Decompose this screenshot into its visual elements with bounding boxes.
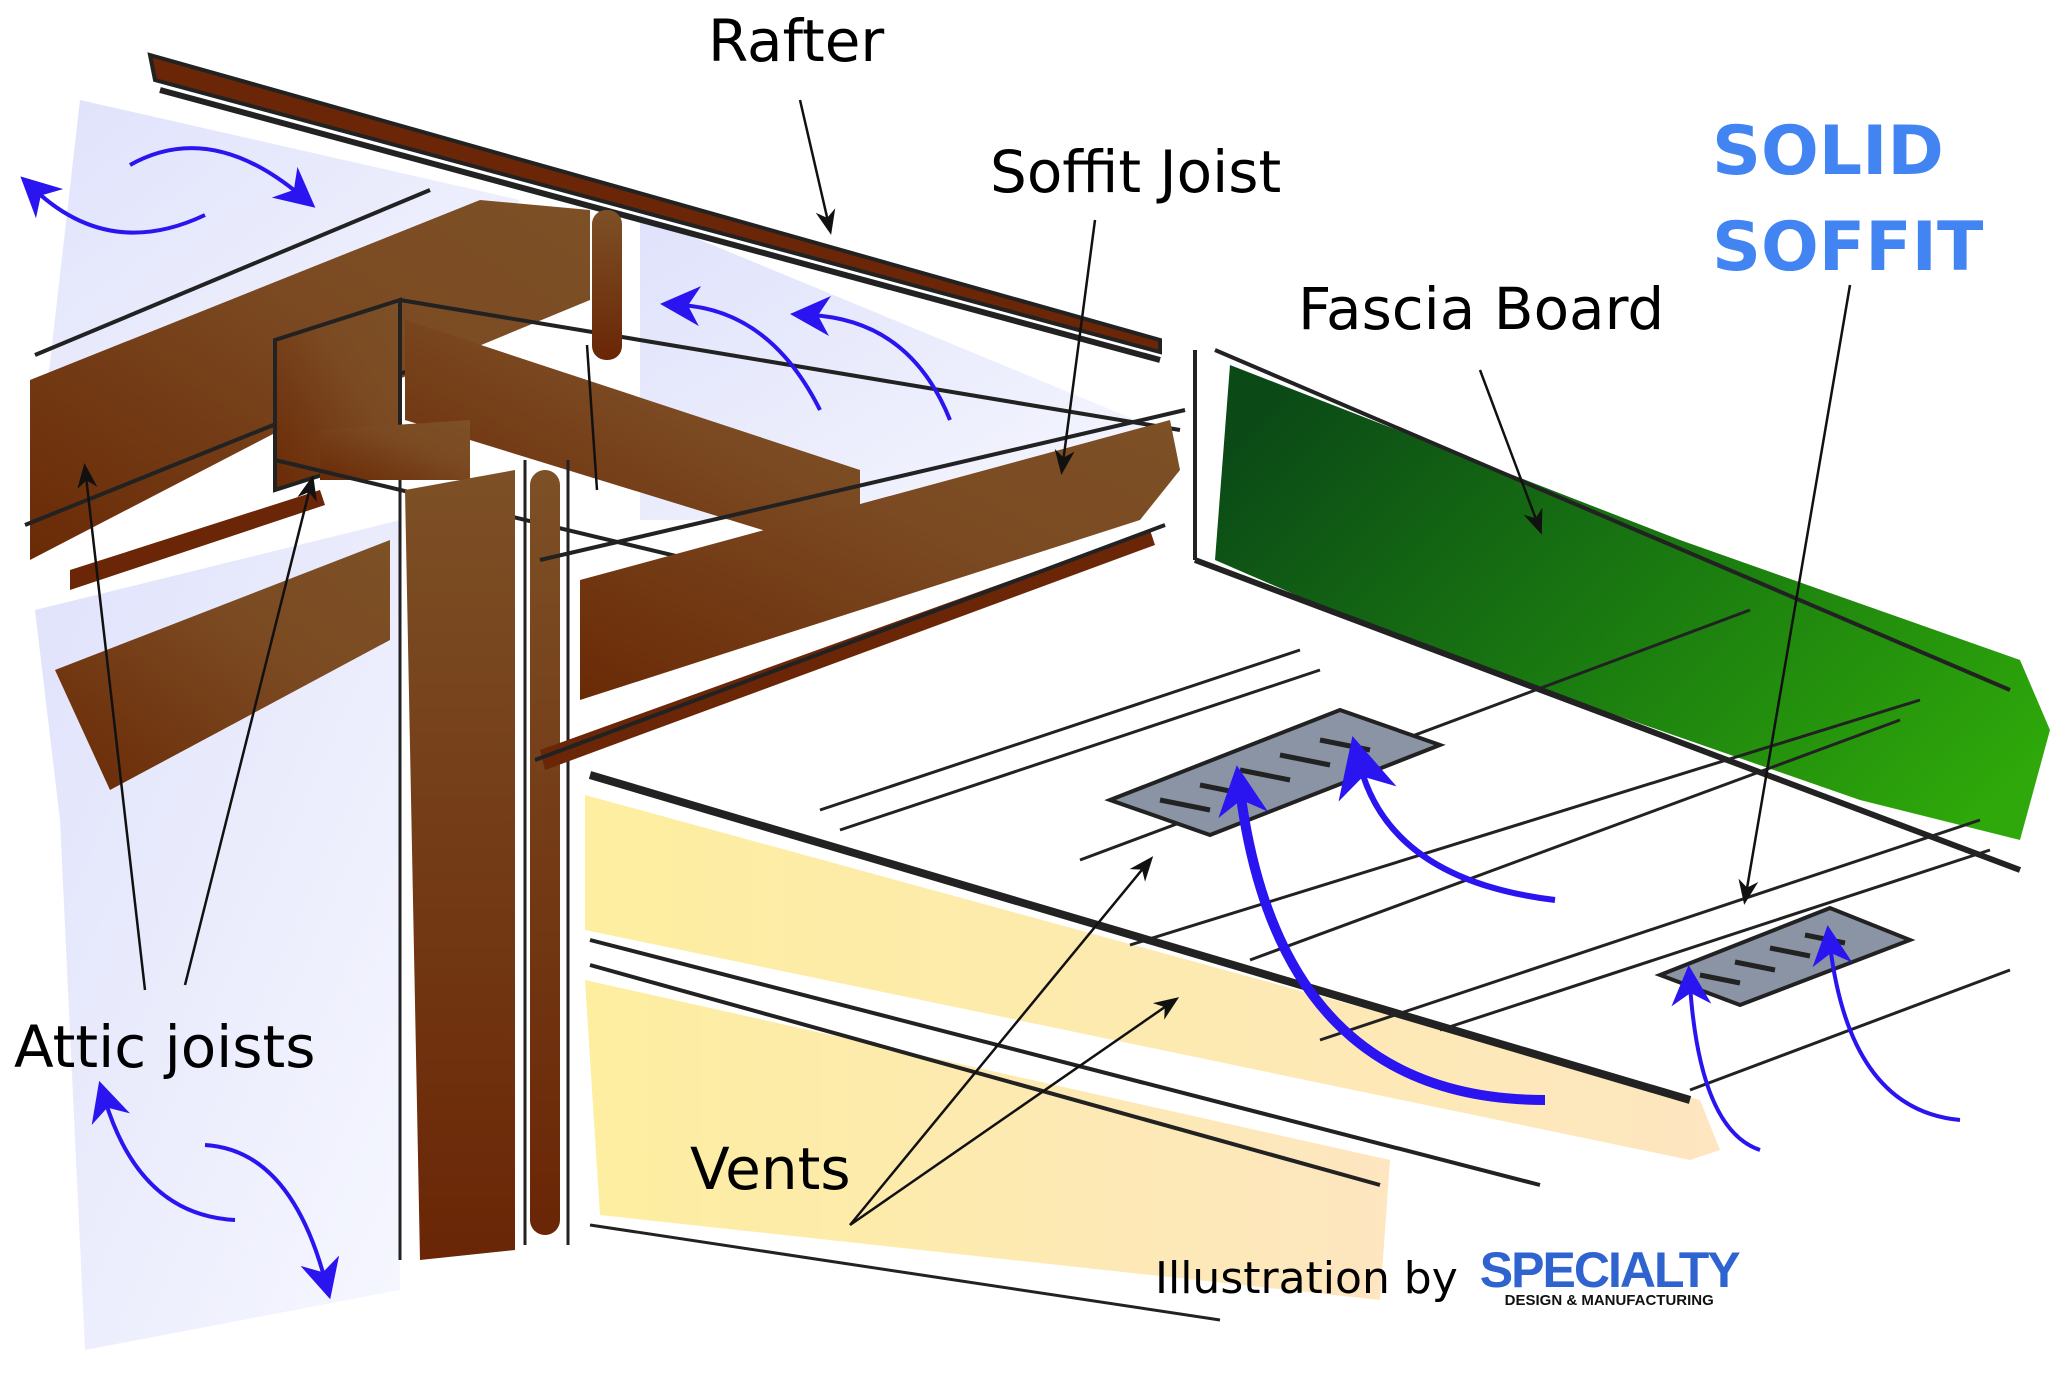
vents-leader-1 bbox=[849, 856, 1154, 1226]
soffit-joist-outline bbox=[534, 523, 1166, 762]
rafter-leader bbox=[798, 99, 836, 235]
fascia-board-label: Fascia Board bbox=[1298, 275, 1665, 343]
insulation-outline bbox=[589, 1223, 1221, 1322]
soffit-vent-2 bbox=[1654, 905, 1916, 1008]
soffit-joist-leader bbox=[1054, 219, 1097, 475]
fascia-board bbox=[1215, 365, 2050, 840]
vent-airflow-arrow bbox=[1671, 965, 1761, 1152]
rafter bbox=[147, 52, 1162, 355]
vents-label: Vents bbox=[690, 1135, 851, 1203]
brand-name: SPECIALTY bbox=[1479, 1242, 1741, 1298]
soffit-joist-strip bbox=[540, 530, 1155, 770]
airflow-arrow bbox=[20, 176, 206, 235]
airflow-arrow bbox=[790, 296, 952, 421]
fascia-outline bbox=[1214, 348, 2011, 692]
attic-airflow bbox=[20, 146, 952, 1300]
joist-outline bbox=[34, 188, 431, 357]
vents-leader-2 bbox=[849, 997, 1180, 1227]
attic-joist-strip bbox=[70, 490, 325, 590]
fascia-leader bbox=[1478, 369, 1543, 535]
joist-box-long bbox=[405, 320, 860, 560]
vent-airflow-arrow bbox=[1812, 925, 1961, 1122]
soffit-type-heading: SOLID SOFFIT bbox=[1712, 104, 1983, 296]
airflow-arrow bbox=[129, 146, 316, 208]
insulation-outline bbox=[589, 938, 1541, 1187]
stud-leader bbox=[585, 344, 599, 491]
soffit-type-line1: SOLID bbox=[1712, 112, 1944, 191]
leader-lines bbox=[77, 99, 1852, 1227]
airflow-arrow bbox=[660, 286, 822, 411]
vent-airflow-arrow bbox=[1338, 735, 1556, 903]
soffit-vent-1 bbox=[1104, 707, 1446, 838]
soffit-type-line2: SOFFIT bbox=[1712, 208, 1984, 287]
stud bbox=[592, 210, 622, 360]
attic-joist-lower bbox=[55, 540, 390, 790]
post-strip bbox=[530, 470, 560, 1235]
joist-box-bottom bbox=[320, 420, 470, 480]
brand-logo: SPECIALTY DESIGN & MANUFACTURING bbox=[1479, 1242, 1741, 1309]
soffit-joist-label: Soffit Joist bbox=[990, 138, 1282, 206]
soffit-joist-outline bbox=[539, 408, 1186, 562]
insulation-upper bbox=[585, 795, 1720, 1160]
credit-prefix: Illustration by bbox=[1155, 1253, 1458, 1304]
brand-tagline: DESIGN & MANUFACTURING bbox=[1504, 1292, 1714, 1309]
attic-joists-leader-1 bbox=[77, 463, 147, 991]
illustration-credit: Illustration by SPECIALTY DESIGN & MANUF… bbox=[1155, 1242, 1741, 1309]
fascia-outline bbox=[1193, 557, 2022, 873]
vent-airflow bbox=[1218, 735, 1961, 1152]
insulation-outline bbox=[588, 771, 1692, 1104]
attic-joists-label: Attic joists bbox=[14, 1013, 316, 1081]
solid-soffit-leader bbox=[1738, 284, 1852, 905]
rafter-outline bbox=[159, 87, 1161, 363]
vent-arrow-large bbox=[1218, 765, 1546, 1105]
soffit-joist bbox=[580, 420, 1180, 700]
airflow-arrow bbox=[91, 1080, 236, 1222]
insulation-lower bbox=[585, 980, 1390, 1300]
insulation-outline bbox=[589, 963, 1381, 1187]
rafter-label: Rafter bbox=[708, 7, 885, 75]
airflow-arrow bbox=[204, 1143, 340, 1300]
post bbox=[405, 470, 515, 1260]
attic-joists-leader-2 bbox=[183, 475, 317, 986]
